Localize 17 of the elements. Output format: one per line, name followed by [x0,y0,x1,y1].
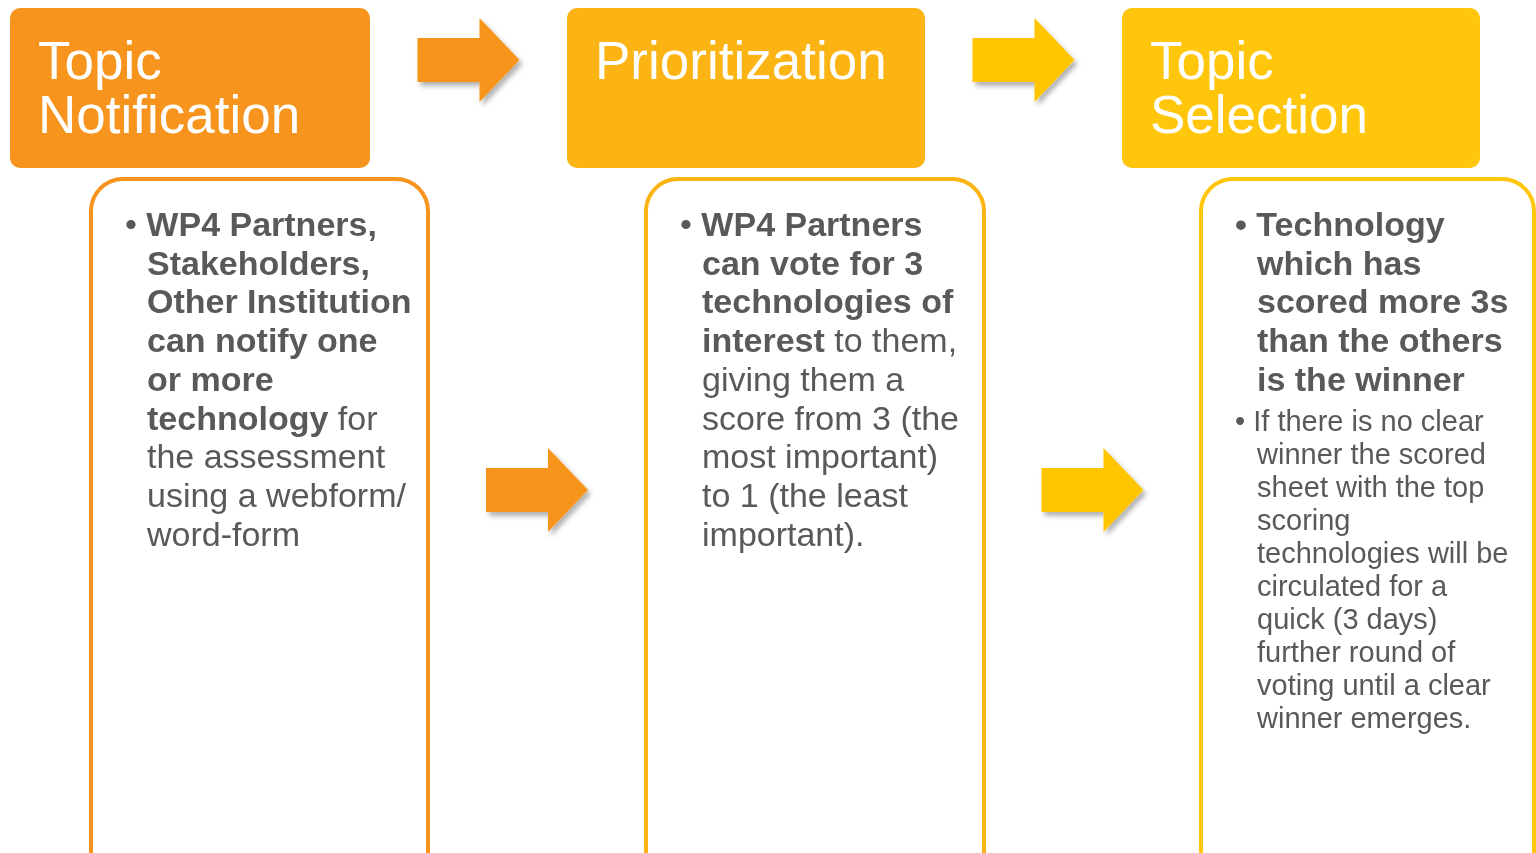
stage-title: Topic Notification [38,34,302,142]
bullet-text: • WP4 Partners, Stakeholders, Other Institution can notify one or more technology for the assessment using a webform/ word-form [125,205,412,554]
stage-card [644,177,986,853]
block-arrow [417,18,520,102]
stage-card [89,177,430,853]
stage-card [1199,177,1536,853]
bullet-text: • If there is no clear winner the scored sheet with the top scoring technologies will be circulated for a quick (3 days) further round of voting until a clear winner emerges. [1235,404,1510,735]
bullet-text: • Technology which has scored more 3s than the others is the winner [1235,205,1510,399]
block-arrow [1041,448,1144,532]
block-arrow [486,448,588,532]
bullet-text: • WP4 Partners can vote for 3 technologies of interest to them, giving them a score from 3 (the most important) to 1 (the least important). [680,205,960,554]
stage-header [10,8,370,168]
stage-title: Topic Selection [1150,34,1370,142]
stage-header [1122,8,1480,168]
block-arrow [972,18,1075,102]
stage-title: Prioritization [595,34,888,88]
stage-header [567,8,925,168]
